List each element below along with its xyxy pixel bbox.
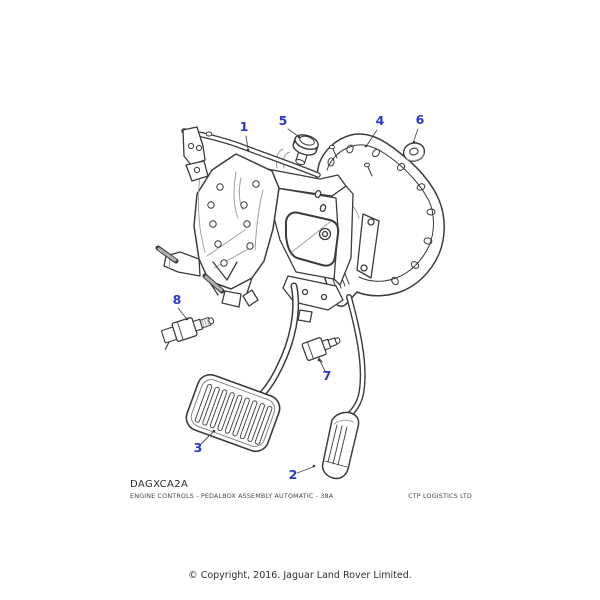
bracket-top-rail-drawing — [181, 128, 321, 178]
callout-8[interactable]: 8 — [172, 292, 182, 307]
brake-pedal-pad-drawing — [185, 373, 281, 453]
bracket-flange-drawing — [182, 126, 209, 182]
callout-1[interactable]: 1 — [239, 119, 249, 134]
leader-line-1 — [245, 135, 249, 150]
leader-line-7 — [319, 360, 326, 372]
brake-pedal-arm-drawing — [254, 282, 300, 402]
leader-dots — [185, 135, 416, 468]
pedal-box-section-drawing — [261, 148, 354, 323]
switch-part8-drawing — [161, 316, 215, 350]
leader-line-6 — [413, 128, 419, 141]
callout-4[interactable]: 4 — [375, 113, 385, 128]
drawing-description: ENGINE CONTROLS - PEDALBOX ASSEMBLY AUTO… — [130, 491, 334, 500]
bracket-legs-studs-drawing — [155, 245, 259, 308]
leader-line-4 — [366, 129, 378, 146]
callout-7[interactable]: 7 — [322, 368, 332, 383]
callout-3[interactable]: 3 — [193, 440, 203, 455]
leader-line-2 — [296, 466, 314, 474]
pedal-bracket-plate-drawing — [193, 153, 280, 290]
copyright-notice: © Copyright, 2016. Jaguar Land Rover Lim… — [188, 570, 412, 581]
leader-line-5 — [287, 128, 299, 137]
plate-stud-pins — [329, 144, 373, 177]
grommet-part-drawing — [402, 142, 426, 162]
accelerator-arm-drawing — [345, 294, 366, 419]
leader-line-8 — [177, 307, 187, 319]
clevis-fork-drawing — [275, 148, 291, 169]
screw-part-drawing — [292, 134, 319, 166]
leader-lines — [177, 128, 419, 474]
switch-part7-drawing — [301, 337, 341, 363]
callout-6[interactable]: 6 — [415, 112, 425, 127]
drawing-code: DAGXCA2A — [130, 479, 189, 490]
callout-2[interactable]: 2 — [288, 467, 298, 482]
accelerator-pedal-drawing — [321, 411, 360, 480]
leader-line-3 — [200, 431, 214, 445]
logistics-label: CTP LOGISTICS LTD — [408, 491, 472, 500]
callout-5[interactable]: 5 — [278, 113, 288, 128]
